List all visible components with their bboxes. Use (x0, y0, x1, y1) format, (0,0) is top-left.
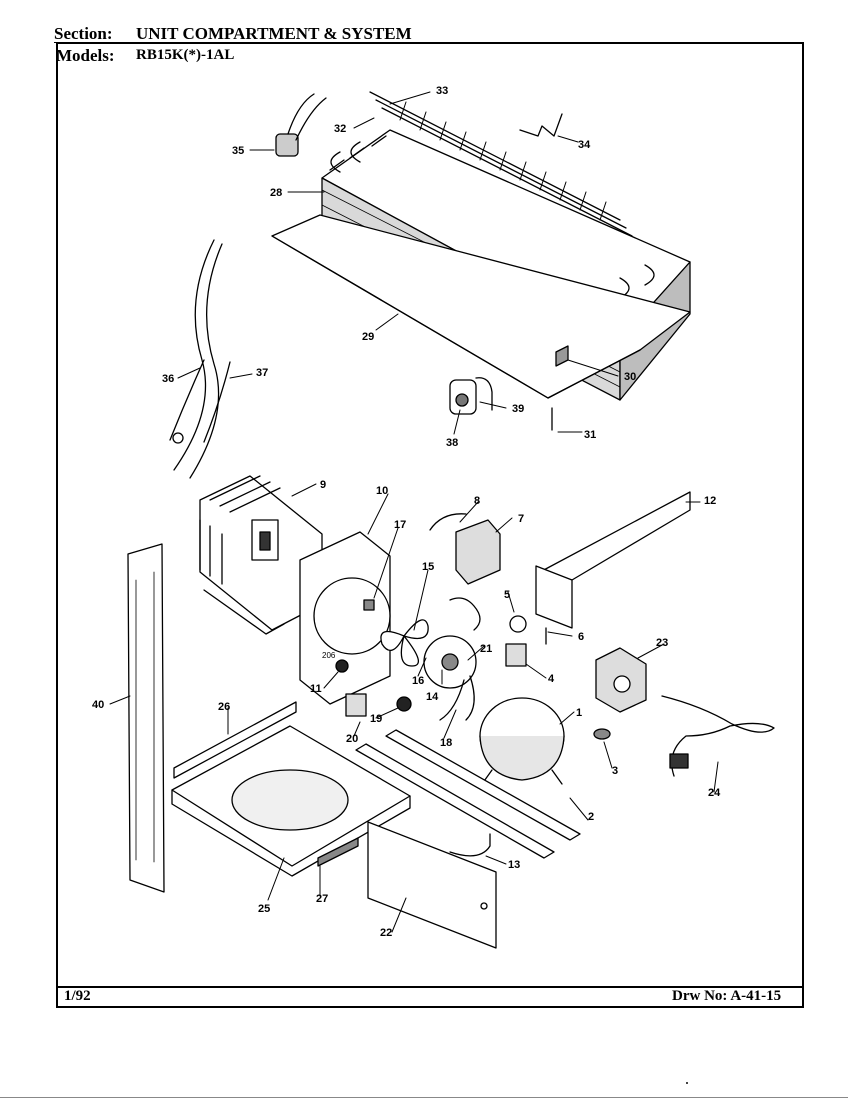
callout-26: 26 (218, 701, 230, 713)
callout-9: 9 (320, 479, 326, 491)
callout-31: 31 (584, 429, 596, 441)
fan-blade (380, 619, 429, 667)
footer-date: 1/92 (64, 988, 91, 1004)
callout-8: 8 (474, 495, 480, 507)
callout-36: 36 (162, 373, 174, 385)
defrost-timer (595, 647, 647, 713)
callout-7: 7 (518, 513, 524, 525)
callout-35: 35 (232, 145, 244, 157)
fan-shroud (299, 531, 391, 705)
callout-20: 20 (346, 733, 358, 745)
callout-16: 16 (412, 675, 424, 687)
callout-22: 22 (380, 927, 392, 939)
drain-fitting (449, 377, 493, 415)
callout-24: 24 (708, 787, 721, 799)
drawing-number: Drw No: A-41-15 (672, 988, 782, 1004)
callout-27: 27 (316, 893, 328, 905)
callout-labels: 1 2 3 4 5 6 7 8 9 10 11 12 13 14 15 16 1… (92, 85, 721, 939)
callout-25: 25 (258, 903, 270, 915)
callout-10: 10 (376, 485, 388, 497)
callout-38: 38 (446, 437, 458, 449)
tubing-harness (169, 239, 231, 479)
fan-shroud-marking: 206 (322, 651, 336, 660)
callout-11: 11 (310, 683, 322, 695)
condenser-coil (199, 475, 323, 635)
fan-motor (423, 597, 481, 721)
footer-rule (56, 986, 804, 988)
power-cord (661, 695, 775, 777)
electrical-cover (535, 491, 691, 629)
callout-28: 28 (270, 187, 282, 199)
callout-19: 19 (370, 713, 382, 725)
section-label: Section: (54, 24, 113, 43)
section-title: UNIT COMPARTMENT & SYSTEM (136, 24, 412, 43)
callout-37: 37 (256, 367, 268, 379)
compressor (479, 697, 565, 785)
callout-30: 30 (624, 371, 636, 383)
callout-14: 14 (426, 691, 439, 703)
callout-39: 39 (512, 403, 524, 415)
callout-34: 34 (578, 139, 591, 151)
models-label: Models: (56, 46, 115, 65)
callout-17: 17 (394, 519, 406, 531)
models-value: RB15K(*)-1AL (136, 47, 235, 63)
callout-1: 1 (576, 707, 582, 719)
page-edge (0, 1097, 848, 1098)
base-pan (171, 701, 411, 877)
callout-23: 23 (656, 637, 668, 649)
callout-21: 21 (480, 643, 492, 655)
callout-2: 2 (588, 811, 594, 823)
callout-3: 3 (612, 765, 618, 777)
drain-pan (271, 214, 691, 399)
relay-overload (429, 513, 501, 585)
scan-speck (686, 1082, 688, 1084)
callout-4: 4 (548, 673, 555, 685)
callout-29: 29 (362, 331, 374, 343)
side-panel (127, 543, 165, 893)
callout-15: 15 (422, 561, 434, 573)
callout-32: 32 (334, 123, 346, 135)
callout-40: 40 (92, 699, 104, 711)
callout-12: 12 (704, 495, 716, 507)
callout-18: 18 (440, 737, 452, 749)
access-panel (367, 821, 497, 949)
callout-33: 33 (436, 85, 448, 97)
callout-6: 6 (578, 631, 584, 643)
callout-5: 5 (504, 589, 510, 601)
drier-clamp (275, 93, 327, 157)
drawing-frame (56, 42, 804, 1008)
callout-13: 13 (508, 859, 520, 871)
